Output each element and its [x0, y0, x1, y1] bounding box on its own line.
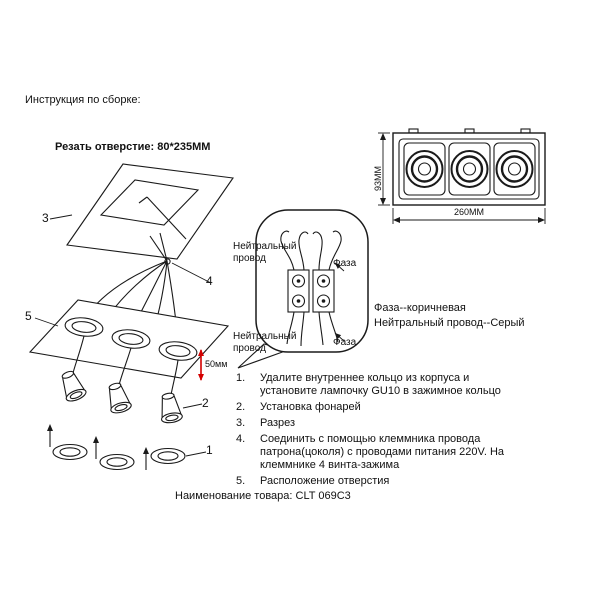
- part-label-5: 5: [25, 309, 32, 323]
- product-name: Наименование товара: CLT 069C3: [175, 490, 351, 502]
- step-number: 1.: [236, 372, 246, 384]
- step-number: 5.: [236, 475, 246, 487]
- step-5: 5. Расположение отверстия: [236, 475, 528, 488]
- assembly-diagram: [28, 232, 230, 471]
- wires-bottom: [286, 311, 339, 347]
- wires-top: [280, 230, 342, 271]
- phase-color-note: Фаза--коричневая: [374, 302, 466, 314]
- page-title: Инструкция по сборке:: [25, 94, 141, 106]
- assembly-direction-arrows: [47, 424, 149, 470]
- dimension-lines: [378, 132, 546, 224]
- step-text: Расположение отверстия: [260, 475, 390, 487]
- part-label-1: 1: [206, 443, 213, 457]
- cut-hole-diagram: [49, 163, 234, 260]
- assembly-steps: 1. Удалите внутреннее кольцо из корпуса …: [236, 372, 528, 491]
- part-label-4: 4: [206, 274, 213, 288]
- step-text: Установка фонарей: [260, 401, 361, 413]
- spotlight-2: [108, 382, 132, 414]
- cut-hole-label: Резать отверстие: 80*235MM: [55, 141, 211, 153]
- step-text: Соединить с помощью клеммника провода па…: [260, 433, 505, 471]
- spotlight-1: [61, 370, 87, 402]
- leader-lines: [34, 262, 212, 457]
- height-dimension-label: 93MM: [373, 165, 383, 191]
- width-dimension-label: 260MM: [453, 207, 484, 217]
- terminal-blocks: [287, 269, 335, 313]
- fixture-front-view: [392, 128, 546, 206]
- wiring-callout: [237, 209, 369, 369]
- step-text: Удалите внутреннее кольцо из корпуса и у…: [260, 372, 501, 397]
- depth-dimension-label: 50мм: [205, 359, 228, 369]
- phase-pointer-arrows: [334, 262, 345, 342]
- spotlight-3: [160, 392, 183, 424]
- step-number: 2.: [236, 401, 246, 413]
- neutral-wire-label-top: Нейтральный провод: [233, 241, 297, 264]
- step-1: 1. Удалите внутреннее кольцо из корпуса …: [236, 372, 528, 398]
- step-3: 3. Разрез: [236, 417, 528, 430]
- mount-ring-1: [64, 317, 104, 337]
- part-label-2: 2: [202, 396, 209, 410]
- step-number: 4.: [236, 433, 246, 445]
- depth-dimension-line: [198, 349, 204, 381]
- phase-wire-label-bottom: Фаза: [333, 337, 357, 348]
- neutral-color-note: Нейтральный провод--Серый: [374, 317, 525, 329]
- trim-rings: [52, 443, 186, 471]
- neutral-wire-label-bottom: Нейтральный провод: [233, 331, 297, 354]
- step-2: 2. Установка фонарей: [236, 401, 528, 414]
- step-text: Разрез: [260, 417, 296, 429]
- step-number: 3.: [236, 417, 246, 429]
- mount-ring-3: [158, 341, 198, 361]
- mount-ring-2: [111, 329, 151, 349]
- phase-wire-label-top: Фаза: [333, 258, 357, 269]
- part-label-3: 3: [42, 211, 49, 225]
- step-4: 4. Соединить с помощью клеммника провода…: [236, 433, 528, 472]
